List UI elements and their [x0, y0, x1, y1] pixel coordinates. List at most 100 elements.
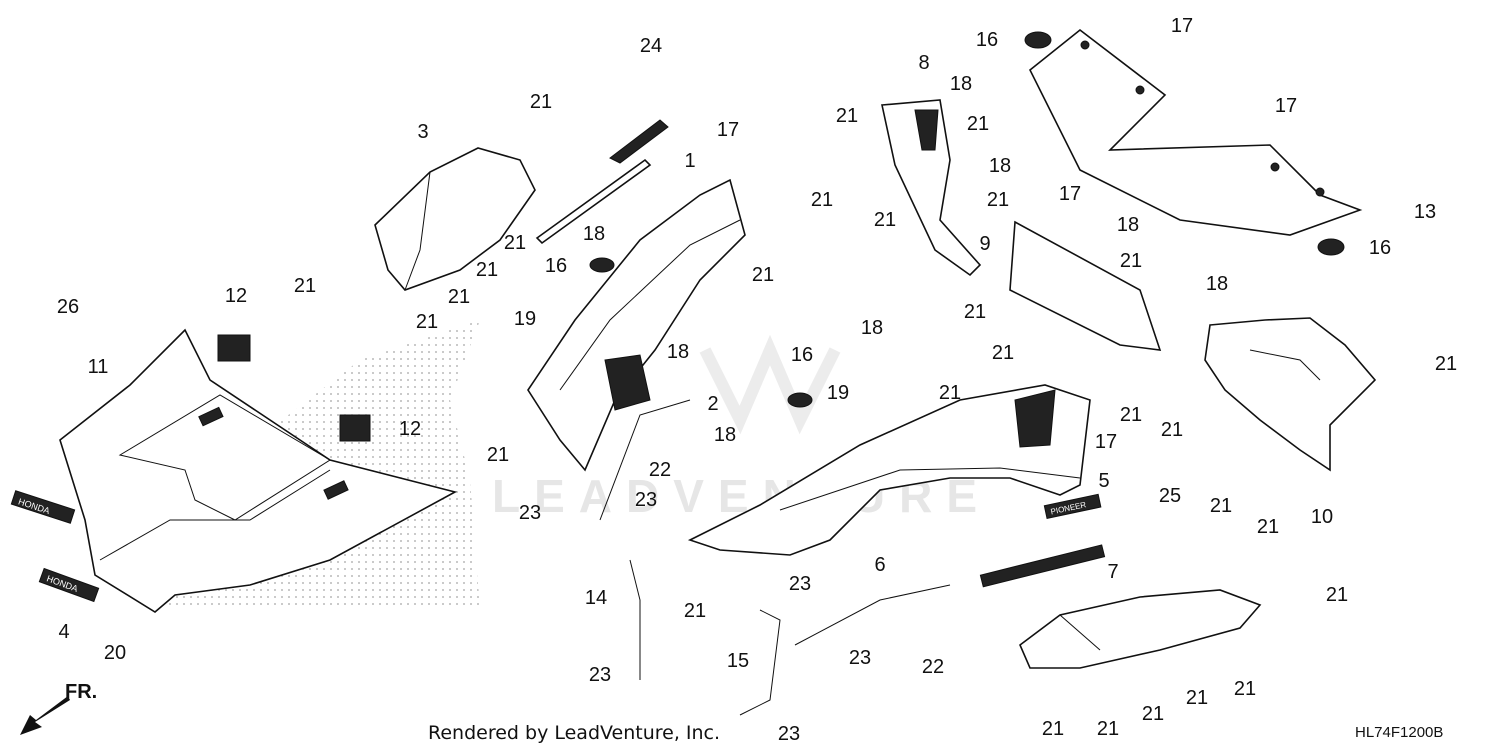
callout-l21f: 21	[294, 275, 316, 297]
callout-l9: 9	[979, 233, 990, 255]
callout-l18e: 18	[1117, 214, 1139, 236]
callout-l26: 26	[57, 296, 79, 318]
callout-l22a: 22	[649, 459, 671, 481]
callout-l12a: 12	[225, 285, 247, 307]
callout-l23d: 23	[789, 573, 811, 595]
callout-l19b: 19	[827, 382, 849, 404]
callout-l23c: 23	[589, 664, 611, 686]
callout-l17c: 17	[1275, 95, 1297, 117]
side-cover-part-5[interactable]	[687, 384, 1091, 556]
callout-l21aa: 21	[1142, 703, 1164, 725]
callout-l21j: 21	[836, 105, 858, 127]
callout-l21b: 21	[504, 232, 526, 254]
callout-l18f: 18	[1206, 273, 1228, 295]
callout-l21t: 21	[1435, 353, 1457, 375]
callout-l18h: 18	[714, 424, 736, 446]
front-direction-indicator: FR.	[20, 681, 97, 735]
callout-l24: 24	[640, 35, 662, 57]
callout-l12b: 12	[399, 418, 421, 440]
callout-l5: 5	[1098, 470, 1109, 492]
callout-l10: 10	[1311, 506, 1333, 528]
dash-cover-part-13[interactable]	[1028, 28, 1363, 236]
footer-credit: Rendered by LeadVenture, Inc.	[428, 722, 720, 744]
callout-l8: 8	[918, 52, 929, 74]
callout-l21n: 21	[992, 342, 1014, 364]
callout-l20: 20	[104, 642, 126, 664]
callout-l16a: 16	[545, 255, 567, 277]
panel-part-9[interactable]	[1009, 220, 1162, 351]
bracket-part-2[interactable]	[599, 399, 691, 521]
callout-l21a: 21	[530, 91, 552, 113]
callout-l16b: 16	[976, 29, 998, 51]
grommet-part-16-c[interactable]	[589, 257, 615, 273]
callout-l17b: 17	[1171, 15, 1193, 37]
strip-part-24[interactable]	[535, 119, 669, 245]
callout-l23a: 23	[635, 489, 657, 511]
lower-trim-part-7[interactable]	[1019, 589, 1262, 669]
clip-part-12-b[interactable]	[339, 414, 371, 442]
callout-l21ab: 21	[1186, 687, 1208, 709]
callout-l18c: 18	[950, 73, 972, 95]
callout-l21h: 21	[487, 444, 509, 466]
rod-part-6[interactable]	[794, 584, 951, 646]
callout-l23f: 23	[778, 723, 800, 745]
callout-l21d: 21	[448, 286, 470, 308]
rod-part-14[interactable]	[629, 559, 641, 680]
grommet-part-16-d[interactable]	[787, 392, 813, 408]
callout-l21r: 21	[939, 382, 961, 404]
callout-l14: 14	[585, 587, 607, 609]
callout-l3: 3	[417, 121, 428, 143]
callout-l23b: 23	[519, 502, 541, 524]
callout-l21o: 21	[967, 113, 989, 135]
side-panel-part-1[interactable]	[527, 178, 746, 472]
callout-l21p: 21	[987, 189, 1009, 211]
callout-l21k: 21	[811, 189, 833, 211]
callout-l21u: 21	[1161, 419, 1183, 441]
callout-l21w: 21	[1257, 516, 1279, 538]
callout-l21s: 21	[1120, 404, 1142, 426]
callout-l16d: 16	[791, 344, 813, 366]
callout-l21z: 21	[1097, 718, 1119, 740]
callout-l22b: 22	[922, 656, 944, 678]
diagram-code: HL74F1200B	[1355, 724, 1443, 741]
callout-l21y: 21	[1042, 718, 1064, 740]
callout-l18a: 18	[583, 223, 605, 245]
callout-l6: 6	[874, 554, 885, 576]
callout-l18g: 18	[861, 317, 883, 339]
bracket-part-15[interactable]	[739, 609, 781, 716]
callout-l21x: 21	[1326, 584, 1348, 606]
emblem-honda-upper: HONDA	[10, 490, 76, 524]
callout-l21q: 21	[1120, 250, 1142, 272]
callout-l21g: 21	[752, 264, 774, 286]
callout-l13: 13	[1414, 201, 1436, 223]
callout-l18d: 18	[989, 155, 1011, 177]
callout-l15: 15	[727, 650, 749, 672]
callout-l25: 25	[1159, 485, 1181, 507]
callout-l2: 2	[707, 393, 718, 415]
callout-l23e: 23	[849, 647, 871, 669]
callout-l21l: 21	[874, 209, 896, 231]
grommet-part-16-b[interactable]	[1317, 238, 1345, 256]
clip-part-12-a[interactable]	[217, 334, 251, 362]
callout-l7: 7	[1107, 561, 1118, 583]
callout-l21c: 21	[476, 259, 498, 281]
callout-l4: 4	[58, 621, 69, 643]
callout-l16c: 16	[1369, 237, 1391, 259]
panel-part-8[interactable]	[881, 99, 982, 277]
svg-text:FR.: FR.	[65, 681, 97, 703]
front-hood-part-11[interactable]	[59, 328, 458, 613]
callout-l17d: 17	[1059, 183, 1081, 205]
callout-l11: 11	[88, 356, 109, 378]
callout-l18b: 18	[667, 341, 689, 363]
emblem-honda-lower: HONDA	[38, 567, 100, 603]
rear-panel-part-10[interactable]	[1204, 317, 1377, 472]
callout-l1: 1	[684, 150, 695, 172]
callout-l17e: 17	[1095, 431, 1117, 453]
cover-part-3[interactable]	[374, 147, 536, 291]
callout-l19a: 19	[514, 308, 536, 330]
badge-part-25: PIONEER	[979, 493, 1106, 588]
grommet-part-16-a[interactable]	[1024, 31, 1052, 49]
callout-l21m: 21	[964, 301, 986, 323]
